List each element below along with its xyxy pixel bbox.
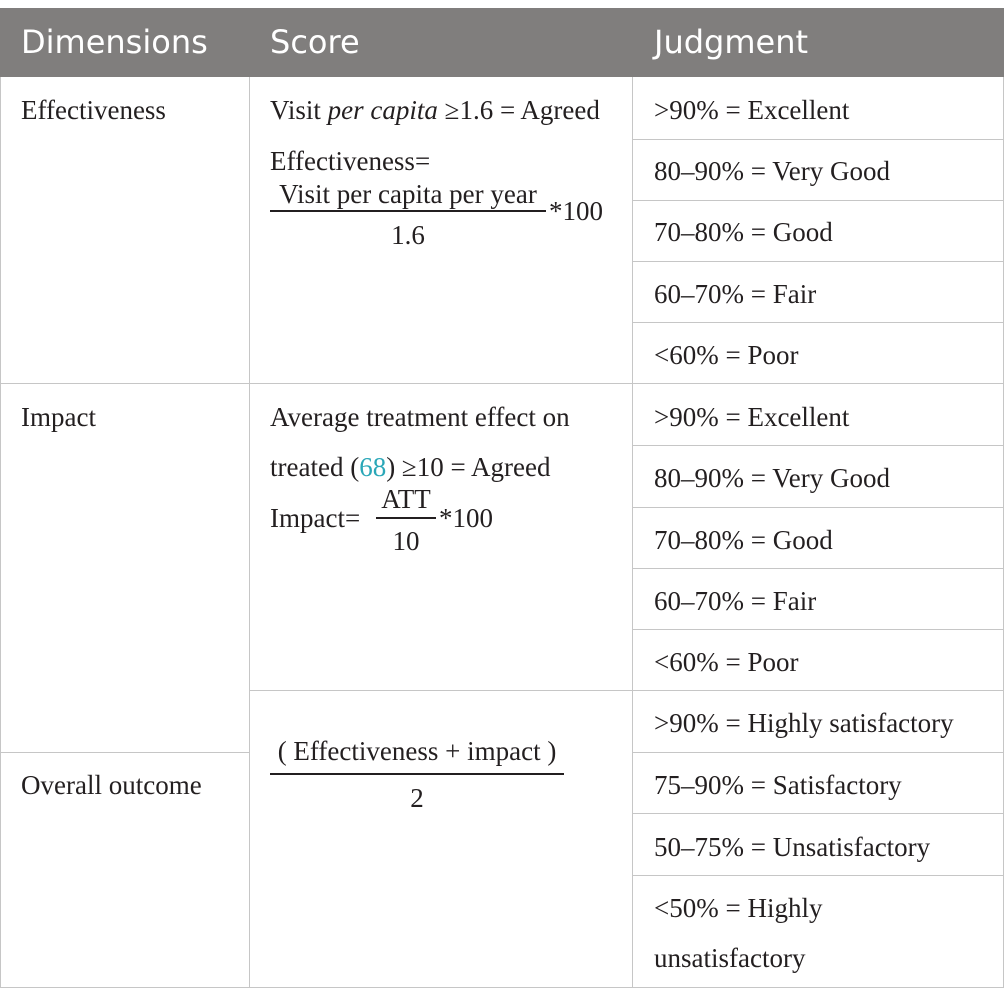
score-impact-criterion-line1: Average treatment effect on xyxy=(270,402,570,432)
score-impact-criterion-line2: treated (68) ≥10 = Agreed xyxy=(270,452,551,482)
judgment-item: 80–90% = Very Good xyxy=(654,463,890,493)
judgment-divider xyxy=(632,752,1004,753)
header-judgment: Judgment xyxy=(654,23,809,61)
citation-link[interactable]: 68 xyxy=(359,452,387,482)
judgment-item: 60–70% = Fair xyxy=(654,279,817,309)
judgment-item: >90% = Highly satisfactory xyxy=(654,708,954,738)
header-score: Score xyxy=(270,23,360,61)
judgment-divider xyxy=(632,139,1004,140)
judgment-item: >90% = Excellent xyxy=(654,402,850,432)
overall-fraction: ( Effectiveness + impact ) 2 xyxy=(270,735,564,815)
judgment-item: 60–70% = Fair xyxy=(654,586,817,616)
judgment-divider xyxy=(632,629,1004,630)
dimension-impact: Impact xyxy=(21,402,96,432)
judgment-divider xyxy=(632,261,1004,262)
effectiveness-fraction: Visit per capita per year 1.6 xyxy=(270,178,546,250)
column-divider-1 xyxy=(249,77,250,988)
judgment-divider xyxy=(632,813,1004,814)
impact-multiplier: *100 xyxy=(439,503,493,533)
score-impact-formula-label: Impact= xyxy=(270,503,361,533)
judgment-item: >90% = Excellent xyxy=(654,95,850,125)
judgment-item: unsatisfactory xyxy=(654,943,806,973)
judgment-divider xyxy=(632,875,1004,876)
fraction-bar xyxy=(270,210,546,212)
fraction-bar xyxy=(376,517,436,519)
impact-fraction: ATT 10 xyxy=(376,484,436,556)
effectiveness-numerator: Visit per capita per year xyxy=(279,179,537,209)
judgment-divider xyxy=(632,568,1004,569)
effectiveness-denominator: 1.6 xyxy=(391,220,425,250)
table-header: Dimensions Score Judgment xyxy=(0,8,1004,77)
header-dimensions: Dimensions xyxy=(21,23,208,61)
impact-numerator: ATT xyxy=(381,484,431,514)
judgment-item: <60% = Poor xyxy=(654,647,799,677)
judgment-item: 70–80% = Good xyxy=(654,217,833,247)
score-effectiveness-criterion: Visit per capita ≥1.6 = Agreed xyxy=(270,95,600,125)
border-bottom xyxy=(0,987,1004,988)
fraction-bar xyxy=(270,773,564,775)
overall-denominator: 2 xyxy=(410,783,424,813)
judgment-divider xyxy=(632,322,1004,323)
judgment-item: 80–90% = Very Good xyxy=(654,156,890,186)
score-effectiveness-formula-label: Effectiveness= xyxy=(270,146,431,176)
column-divider-2 xyxy=(632,77,633,988)
dimension-overall-outcome: Overall outcome xyxy=(21,770,202,800)
judgment-divider xyxy=(632,507,1004,508)
dimension-effectiveness: Effectiveness xyxy=(21,95,166,125)
dimension-divider-impact-overall xyxy=(0,752,250,753)
impact-denominator: 10 xyxy=(392,526,420,556)
border-left xyxy=(0,77,1,988)
judgment-item: <50% = Highly xyxy=(654,893,823,923)
row-divider-effectiveness-impact xyxy=(0,383,1004,384)
judgment-divider xyxy=(632,200,1004,201)
effectiveness-multiplier: *100 xyxy=(549,196,603,226)
judgment-item: 70–80% = Good xyxy=(654,525,833,555)
judgment-item: <60% = Poor xyxy=(654,340,799,370)
overall-numerator: ( Effectiveness + impact ) xyxy=(277,736,557,766)
judgment-item: 50–75% = Unsatisfactory xyxy=(654,832,931,862)
score-divider-impact-overall xyxy=(249,690,1004,691)
judgment-divider xyxy=(632,445,1004,446)
judgment-item: 75–90% = Satisfactory xyxy=(654,770,902,800)
